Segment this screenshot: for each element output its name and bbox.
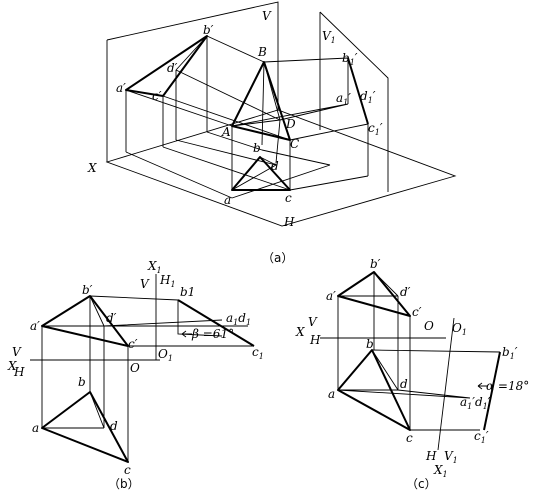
label-c: c — [285, 191, 292, 205]
label-c1: c1 — [252, 345, 264, 361]
projector-lines — [125, 35, 369, 199]
label-a: a — [328, 387, 335, 401]
top-view-inner — [42, 391, 105, 429]
figure-a: V V1 X H a′ b′ c′ d′ A B C D a b c d b1′… — [87, 1, 457, 265]
aux-view-line — [177, 299, 255, 347]
label-b: b — [366, 337, 374, 351]
label-X1: X1 — [433, 463, 448, 479]
label-a-prime: a′ — [116, 81, 126, 95]
label-b: b — [253, 141, 261, 155]
figure-c: X V H O O1 H V1 X1 a′ b′ c′ d′ a b c d b… — [295, 257, 529, 491]
label-X1: X1 — [147, 259, 162, 275]
label-O: O — [424, 319, 434, 333]
label-X: X — [87, 161, 97, 175]
label-a: a — [224, 193, 231, 207]
top-view-inner — [338, 349, 399, 391]
label-a1d1: a1d1 — [226, 311, 251, 327]
label-A: A — [221, 125, 231, 139]
label-H-bottom: H — [425, 449, 437, 463]
label-C: C — [290, 137, 299, 151]
label-c: c — [406, 431, 413, 445]
label-V: V — [308, 315, 318, 329]
label-a: a — [32, 421, 39, 435]
label-O1: O1 — [158, 347, 173, 363]
label-V: V — [12, 345, 22, 359]
projectors — [41, 295, 254, 462]
label-d: d — [110, 419, 118, 433]
label-b1: b1 — [180, 285, 195, 299]
caption-c: （c） — [406, 477, 437, 491]
label-b: b — [78, 375, 86, 389]
label-H1: H1 — [159, 273, 176, 289]
label-d: d — [271, 159, 279, 173]
label-c-prime: c′ — [412, 305, 422, 319]
label-V1: V1 — [444, 449, 458, 465]
aux-view-line — [483, 351, 501, 431]
label-b-prime: b′ — [82, 283, 93, 297]
label-c: c — [124, 463, 131, 477]
projectors — [337, 272, 501, 431]
v-plane-outline — [106, 1, 279, 162]
label-a-prime: a′ — [326, 289, 336, 303]
label-O: O — [130, 361, 140, 375]
label-H: H — [13, 365, 25, 379]
label-c-prime: c′ — [152, 89, 162, 103]
aux-view-projectors — [177, 300, 223, 337]
label-b-prime: b′ — [370, 257, 381, 271]
label-V: V — [262, 9, 272, 23]
label-d1-prime: d1′ — [360, 89, 376, 105]
label-b1-prime: b1′ — [342, 51, 358, 67]
front-view-hidden-line — [175, 35, 208, 71]
front-view-triangle — [41, 295, 129, 347]
caption-b: （b） — [108, 477, 140, 491]
top-view-inner-line — [231, 156, 277, 191]
front-view-triangle — [125, 35, 208, 97]
space-triangle — [231, 61, 291, 141]
label-c1-prime: c1′ — [368, 121, 383, 137]
label-d: d — [400, 377, 408, 391]
label-alpha: α =18° — [486, 379, 529, 393]
angle-arrow — [477, 382, 488, 390]
label-d-prime: d′ — [400, 285, 411, 299]
angle-arrow — [181, 330, 192, 338]
figure-b: X V H O O1 X1 V H1 a′ b′ c′ d′ a b c d b… — [7, 259, 264, 491]
label-X: X — [7, 359, 17, 373]
label-a1d1-prime: a1′d1′ — [460, 395, 491, 411]
label-V1: V1 — [322, 29, 336, 45]
top-view-triangle — [231, 156, 291, 191]
front-view-hidden — [42, 295, 105, 327]
label-c1-prime: c1′ — [474, 429, 489, 445]
top-view-triangle — [41, 391, 129, 463]
caption-a: （a） — [262, 251, 293, 265]
space-inner-lines — [231, 61, 281, 127]
label-V: V — [140, 277, 150, 291]
label-d-prime: d′ — [167, 61, 178, 75]
label-D: D — [285, 117, 296, 131]
label-O1: O1 — [452, 321, 467, 337]
label-b1-prime: b1′ — [502, 345, 518, 361]
label-B: B — [257, 45, 267, 59]
label-a1-prime: a1′ — [336, 91, 351, 107]
front-view-hidden — [338, 271, 399, 297]
label-beta: β =61° — [191, 327, 234, 341]
h-plane-outline — [105, 109, 457, 227]
label-X: X — [295, 325, 305, 339]
label-H: H — [309, 333, 321, 347]
aux-projection-line — [347, 57, 369, 125]
label-a-prime: a′ — [30, 319, 40, 333]
x1-axis — [437, 317, 455, 451]
label-H: H — [283, 215, 295, 229]
label-c-prime: c′ — [128, 337, 138, 351]
label-d-prime: d′ — [106, 311, 117, 325]
label-b-prime: b′ — [203, 23, 214, 37]
